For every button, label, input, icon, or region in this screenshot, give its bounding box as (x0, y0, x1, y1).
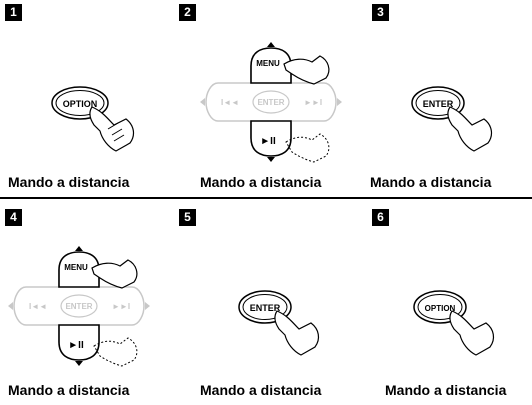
menu-button-label: MENU (64, 263, 88, 272)
dpad-right-label: ►►I (304, 98, 322, 107)
left-arrow-icon (8, 302, 13, 310)
step-caption: Mando a distancia (370, 174, 492, 190)
step-caption: Mando a distancia (200, 382, 322, 398)
right-arrow-icon (337, 98, 342, 106)
dpad-center-label: ENTER (257, 98, 284, 107)
enter-button-label: ENTER (423, 99, 454, 109)
dpad-remote-illustration: ENTER I◄◄ ►►I MENU ►II (200, 42, 342, 163)
step-caption: Mando a distancia (8, 174, 130, 190)
dpad-right-label: ►►I (112, 302, 130, 311)
step-caption: Mando a distancia (8, 382, 130, 398)
play-pause-button (58, 324, 100, 361)
step-number-badge: 1 (5, 4, 22, 21)
finger-hand-dotted-icon (93, 337, 138, 367)
finger-hand-icon (91, 259, 138, 289)
down-arrow-icon (75, 361, 83, 366)
left-arrow-icon (200, 98, 205, 106)
option-button-press-illustration: OPTION (51, 86, 135, 152)
step-number-badge: 5 (179, 209, 196, 226)
option-button-label: OPTION (63, 99, 98, 109)
finger-hand-dotted-icon (285, 133, 330, 163)
right-arrow-icon (145, 302, 150, 310)
section-divider (0, 197, 532, 199)
dpad-center-button (60, 294, 98, 318)
dpad-center-button (252, 90, 290, 114)
finger-hand-icon (283, 55, 330, 85)
dpad-center-label: ENTER (65, 302, 92, 311)
up-arrow-icon (75, 246, 83, 251)
option-button-press-illustration: OPTION (413, 290, 495, 356)
step-caption: Mando a distancia (385, 382, 507, 398)
finger-hand-icon (449, 310, 495, 356)
up-arrow-icon (267, 42, 275, 47)
finger-hand-icon (447, 106, 493, 152)
option-button-label: OPTION (425, 304, 456, 313)
enter-button-press-illustration: ENTER (411, 86, 493, 152)
play-pause-label: ►II (260, 136, 276, 147)
finger-hand-icon (107, 122, 125, 142)
enter-button-label: ENTER (250, 303, 281, 313)
step-number-badge: 3 (372, 4, 389, 21)
enter-button-press-illustration: ENTER (238, 290, 320, 356)
step-number-badge: 2 (179, 4, 196, 21)
down-arrow-icon (267, 157, 275, 162)
finger-hand-icon (89, 106, 135, 152)
step-caption: Mando a distancia (200, 174, 322, 190)
step-number-badge: 6 (372, 209, 389, 226)
dpad-remote-illustration: ENTER I◄◄ ►►I MENU ►II (8, 246, 150, 367)
finger-hand-icon (274, 310, 320, 356)
play-pause-label: ►II (68, 340, 84, 351)
step-number-badge: 4 (5, 209, 22, 226)
play-pause-button (250, 120, 292, 157)
menu-button-label: MENU (256, 59, 280, 68)
dpad-left-label: I◄◄ (221, 98, 239, 107)
dpad-left-label: I◄◄ (29, 302, 47, 311)
